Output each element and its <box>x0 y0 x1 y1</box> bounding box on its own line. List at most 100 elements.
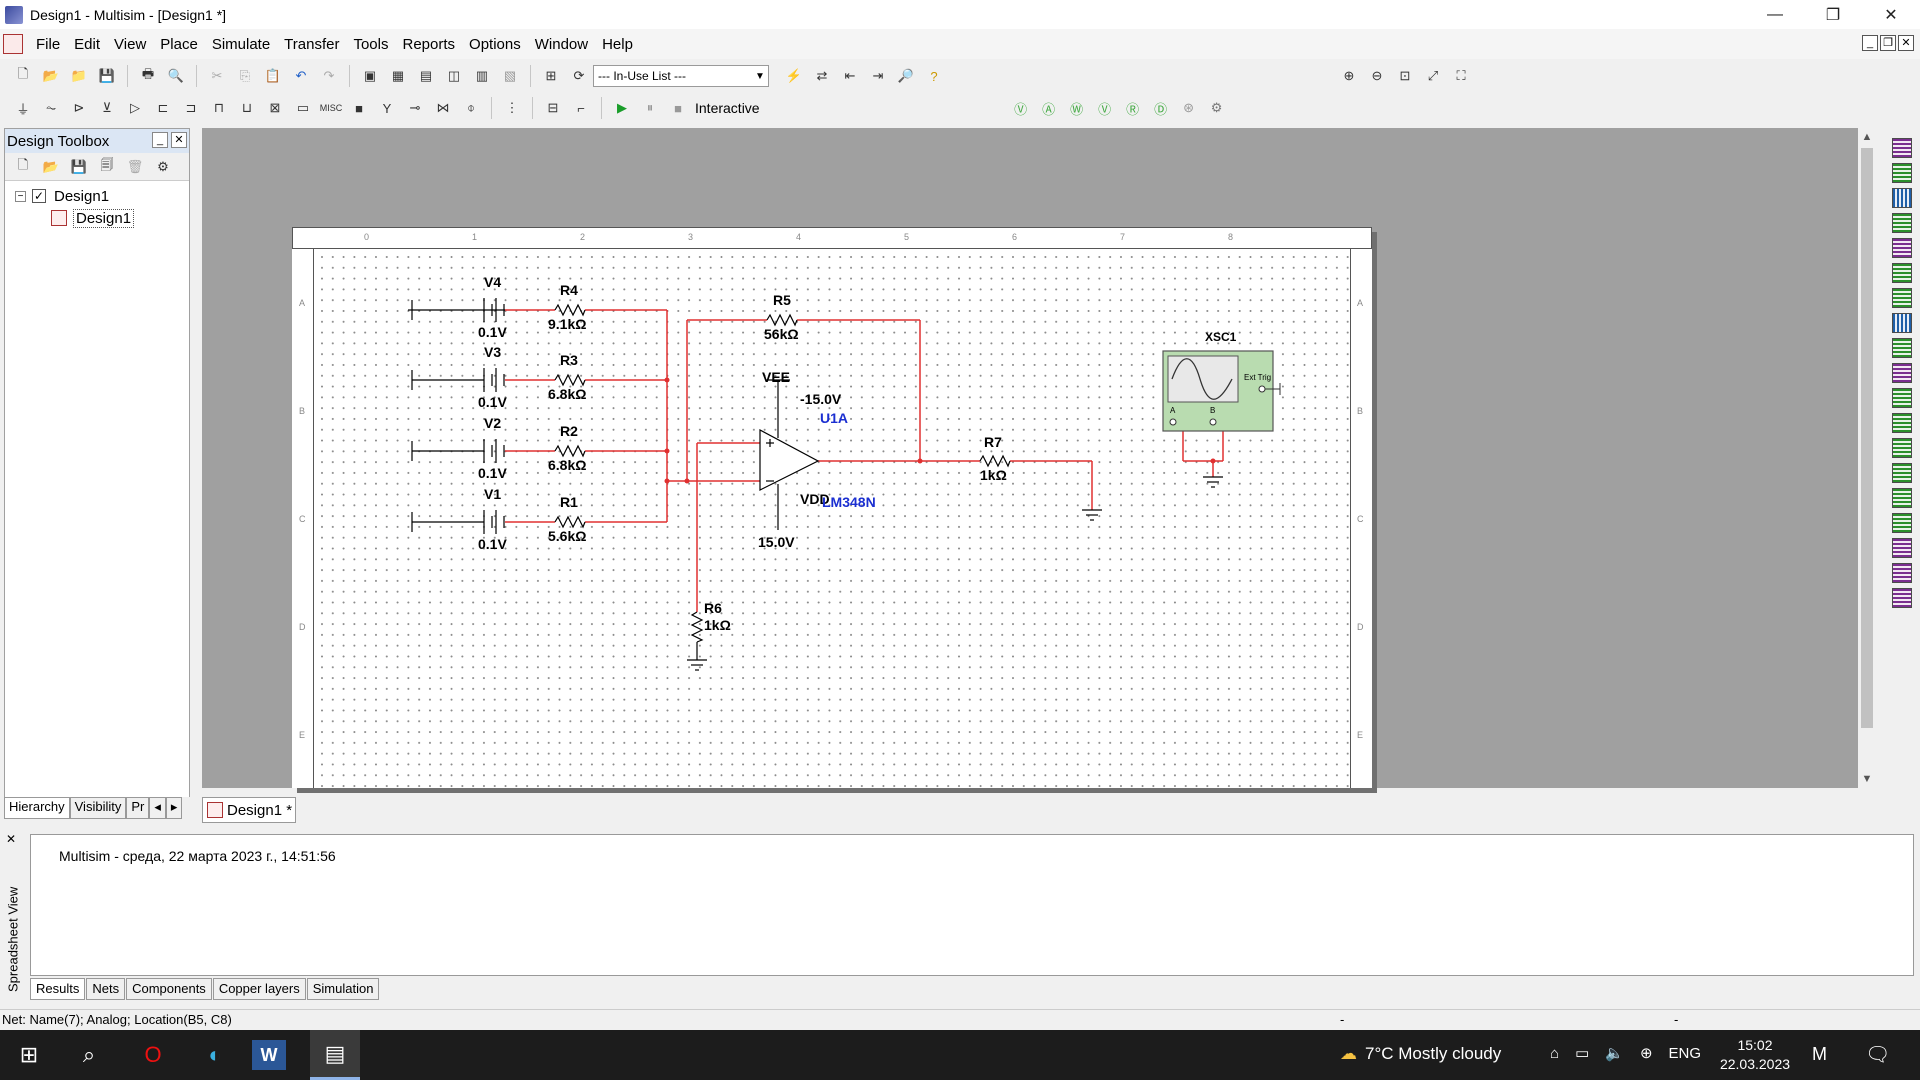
resistor-r4-value[interactable]: 9.1kΩ <box>548 316 587 332</box>
close-button[interactable]: ✕ <box>1884 6 1898 24</box>
resistor-r3-name[interactable]: R3 <box>560 352 578 368</box>
probe-digital-icon[interactable]: Ⓓ <box>1154 101 1168 117</box>
delete-sheet-icon[interactable]: 🗑 <box>126 158 144 174</box>
tab-visibility[interactable]: Visibility <box>69 797 127 819</box>
volume-icon[interactable]: 🔈 <box>1605 1045 1624 1062</box>
scroll-up-icon[interactable]: ▲ <box>1861 131 1873 143</box>
new-icon[interactable]: 🗋 <box>17 156 29 172</box>
place-diode-icon[interactable]: ⊳ <box>73 100 85 115</box>
source-v4-name[interactable]: V4 <box>484 274 502 290</box>
zoom-out-icon[interactable]: ⊖ <box>1371 68 1383 83</box>
word-generator-icon[interactable] <box>1892 313 1912 333</box>
resistor-r4-name[interactable]: R4 <box>560 282 578 298</box>
four-channel-scope-icon[interactable] <box>1892 238 1912 258</box>
tree-item-design1-root[interactable]: − ✓ Design1 <box>15 185 189 207</box>
mdi-minimize-button[interactable]: _ <box>1862 35 1878 51</box>
minimize-button[interactable]: — <box>1767 5 1783 23</box>
grapher-icon[interactable]: ◫ <box>447 68 461 83</box>
postprocessor-icon[interactable]: ▥ <box>475 68 489 83</box>
battery-icon[interactable]: ▭ <box>1575 1045 1590 1062</box>
zoom-in-icon[interactable]: ⊕ <box>1343 68 1355 83</box>
spectrum-analyzer-icon[interactable] <box>1892 438 1912 458</box>
tab-scroll-left[interactable]: ◂ <box>149 797 166 819</box>
probe-diff-icon[interactable]: Ⓥ <box>1098 101 1112 117</box>
tab-components[interactable]: Components <box>126 978 212 1000</box>
tektronix-scope-icon[interactable] <box>1892 563 1912 583</box>
vee-name[interactable]: VEE <box>762 369 791 385</box>
distortion-analyzer-icon[interactable] <box>1892 413 1912 433</box>
tab-design1[interactable]: Design1 * <box>202 797 296 823</box>
word-icon[interactable]: W <box>252 1040 286 1070</box>
meet-now-icon[interactable]: ⌂ <box>1550 1044 1560 1062</box>
resistor-r3-value[interactable]: 6.8kΩ <box>548 386 587 402</box>
vdd-value[interactable]: 15.0V <box>758 534 795 550</box>
probe-current-icon[interactable]: Ⓐ <box>1042 101 1056 117</box>
hierarchical-block-icon[interactable]: ⊟ <box>547 100 559 115</box>
wattmeter-icon[interactable] <box>1892 188 1912 208</box>
tab-hierarchy[interactable]: Hierarchy <box>4 797 70 819</box>
search-icon[interactable]: ⌕ <box>82 1042 96 1067</box>
frequency-counter-icon[interactable] <box>1892 288 1912 308</box>
opamp-reference[interactable]: U1A <box>820 410 849 426</box>
transfer-icon[interactable]: ⇄ <box>816 68 828 83</box>
pause-icon[interactable]: ⏸ <box>646 100 654 115</box>
new-sheet-icon[interactable]: 🗐 <box>100 156 114 172</box>
place-bus-icon[interactable]: ⋮ <box>505 100 519 115</box>
resistor-r5-name[interactable]: R5 <box>773 292 791 308</box>
close-icon[interactable]: ✕ <box>6 832 17 846</box>
properties-icon[interactable]: ⚙ <box>157 158 169 174</box>
vertical-scrollbar[interactable]: ▲ ▼ <box>1858 128 1876 788</box>
resistor-r6-value[interactable]: 1kΩ <box>704 617 731 633</box>
stop-icon[interactable]: ■ <box>674 100 682 116</box>
logic-converter-icon[interactable] <box>1892 338 1912 358</box>
place-transistor-icon[interactable]: ⊻ <box>102 100 112 115</box>
place-advanced-icon[interactable]: ⊔ <box>241 100 253 115</box>
menu-simulate[interactable]: Simulate <box>211 35 271 53</box>
language-indicator[interactable]: ENG <box>1668 1044 1702 1062</box>
resistor-r6-name[interactable]: R6 <box>704 600 722 616</box>
gear-icon[interactable]: ⚙ <box>1210 100 1223 115</box>
opamp-part-number[interactable]: LM348N <box>822 494 876 510</box>
edge-icon[interactable]: ◐ <box>208 1042 222 1067</box>
undo-icon[interactable]: ↶ <box>295 68 307 83</box>
zoom-area-icon[interactable]: ⊡ <box>1399 68 1411 83</box>
help-icon[interactable]: ? <box>930 68 938 84</box>
backannotate-icon[interactable]: ⟳ <box>573 68 585 83</box>
toggle-spreadsheet-icon[interactable]: ▦ <box>391 68 405 83</box>
mdi-close-button[interactable]: ✕ <box>1898 35 1914 51</box>
oscilloscope-icon[interactable] <box>1892 213 1912 233</box>
place-cmos-icon[interactable]: ⊐ <box>185 100 197 115</box>
copy-icon[interactable]: ⎘ <box>239 68 251 83</box>
source-v2-name[interactable]: V2 <box>484 415 502 431</box>
menu-view[interactable]: View <box>114 35 147 53</box>
erc-icon[interactable]: ⚡ <box>785 68 803 83</box>
toolbox-close-button[interactable]: ✕ <box>171 132 187 148</box>
opera-icon[interactable]: O <box>144 1042 162 1067</box>
scroll-thumb[interactable] <box>1861 148 1873 728</box>
forward-annotate-icon[interactable]: ⇤ <box>844 68 856 83</box>
menu-reports[interactable]: Reports <box>402 35 456 53</box>
place-connector-icon[interactable]: ⋈ <box>436 100 450 115</box>
new-icon[interactable]: 🗋 <box>17 66 29 81</box>
restore-button[interactable]: ❐ <box>1825 6 1841 24</box>
probe-ref-icon[interactable]: Ⓡ <box>1126 101 1140 117</box>
save-icon[interactable]: 💾 <box>70 158 88 174</box>
source-v2-value[interactable]: 0.1V <box>478 465 507 481</box>
results-panel[interactable]: Multisim - среда, 22 марта 2023 г., 14:5… <box>30 834 1914 976</box>
labview-icon[interactable] <box>1892 588 1912 608</box>
component-wizard-icon[interactable]: ▧ <box>503 68 517 83</box>
probe-power-icon[interactable]: Ⓦ <box>1070 101 1084 117</box>
source-v1-value[interactable]: 0.1V <box>478 536 507 552</box>
tab-scroll-right[interactable]: ▸ <box>165 797 183 819</box>
bode-plotter-icon[interactable] <box>1892 263 1912 283</box>
probe-settings-icon[interactable]: ⊛ <box>1183 100 1195 115</box>
place-electromech-icon[interactable]: ⊸ <box>409 100 421 115</box>
function-generator-icon[interactable] <box>1892 163 1912 183</box>
open-icon[interactable]: 📂 <box>42 158 60 174</box>
tab-results[interactable]: Results <box>30 978 86 1000</box>
iv-analyzer-icon[interactable] <box>1892 388 1912 408</box>
place-analog-icon[interactable]: ▷ <box>130 100 140 115</box>
network-analyzer-icon[interactable] <box>1892 463 1912 483</box>
taskbar-app-icon[interactable]: M <box>1812 1044 1827 1064</box>
place-wire-icon[interactable]: ⌐ <box>577 100 585 116</box>
